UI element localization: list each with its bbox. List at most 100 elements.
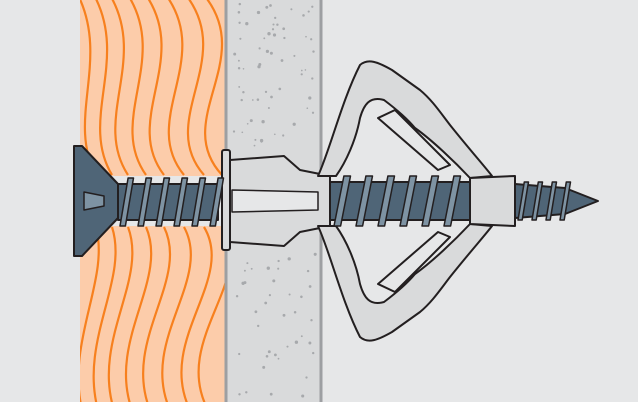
drywall-speckle	[238, 2, 242, 6]
drywall-speckle	[274, 353, 277, 357]
drywall-speckle	[262, 365, 266, 369]
drywall-speckle	[246, 122, 249, 125]
drywall-speckle	[266, 266, 270, 270]
drywall-speckle	[243, 269, 246, 272]
drywall-speckle	[263, 37, 266, 40]
thread-ridge	[155, 177, 171, 227]
drywall-speckle	[253, 144, 256, 147]
screw-head-recess	[83, 191, 105, 211]
drywall-speckle	[294, 340, 299, 344]
drywall-speckle	[300, 335, 303, 338]
grain-line	[124, 0, 153, 402]
drywall-speckle	[237, 67, 241, 70]
drywall-speckle	[292, 122, 296, 126]
drywall-speckle	[242, 90, 245, 94]
drywall-speckle	[256, 98, 260, 101]
drywall-speckle	[235, 294, 239, 298]
drywall-speckle	[300, 69, 303, 72]
drywall-speckle	[271, 28, 275, 31]
drywall-speckle	[241, 131, 244, 134]
thread-ridge	[421, 175, 440, 227]
drywall-speckle	[305, 35, 307, 38]
drywall-speckle	[300, 73, 303, 76]
thread-ridge	[191, 177, 207, 227]
drywall-texture	[232, 2, 317, 398]
drywall-speckle	[307, 10, 310, 13]
drywall-speckle	[265, 354, 269, 358]
anchor-wing-upper	[317, 60, 493, 179]
drywall-speckle	[245, 391, 248, 394]
drywall-speckle	[254, 138, 257, 141]
thread-ridge	[119, 177, 135, 227]
drywall-speckle	[272, 23, 275, 26]
drywall-speckle	[286, 345, 289, 348]
drywall-speckle	[250, 267, 253, 270]
drywall-speckle	[272, 279, 276, 283]
anchor-wing-lower	[317, 223, 493, 342]
drywall-speckle	[258, 47, 261, 50]
grain-line	[107, 0, 134, 402]
drywall-speckle	[265, 5, 269, 9]
drywall-speckle	[293, 54, 296, 57]
screw-threads-tip	[517, 181, 572, 221]
drywall-speckle	[270, 95, 273, 99]
drywall-speckle	[245, 22, 249, 26]
drywall-speckle	[282, 313, 286, 317]
screw-threads-anchor	[333, 175, 462, 227]
drywall-speckle	[251, 99, 254, 101]
drywall-speckle	[306, 269, 310, 273]
drywall-speckle	[265, 49, 270, 54]
screw-threads-wood	[119, 177, 225, 227]
grain-line	[180, 0, 213, 402]
thread-ridge	[137, 177, 153, 227]
drywall-speckle	[254, 310, 258, 314]
drywall-speckle	[237, 11, 241, 14]
drywall-speckle	[238, 393, 241, 396]
thread-ridge	[377, 175, 396, 227]
drywall-speckle	[240, 98, 243, 102]
drywall-speckle	[238, 352, 241, 356]
thread-ridge	[517, 181, 530, 221]
drywall-speckle	[312, 351, 315, 355]
grain-line	[92, 0, 117, 402]
anchor-wing-slot-lower	[377, 231, 451, 293]
drywall-speckle	[267, 106, 270, 110]
drywall-speckle	[277, 357, 280, 360]
drywall-speckle	[311, 5, 314, 8]
drywall-speckle	[257, 65, 261, 69]
drywall-speckle	[283, 36, 286, 40]
wood-grain	[80, 0, 226, 402]
drywall-speckle	[304, 69, 307, 71]
drywall-speckle	[311, 111, 315, 114]
drywall-speckle	[308, 96, 312, 100]
drywall-speckle	[256, 324, 260, 328]
screw	[73, 145, 599, 257]
drywall-speckle	[269, 392, 273, 396]
drywall-speckle	[312, 50, 315, 53]
drywall-speckle	[239, 37, 242, 40]
thread-ridge	[559, 181, 572, 221]
drywall-speckle	[302, 14, 305, 17]
drywall-speckle	[264, 301, 268, 305]
drywall-speckle	[311, 77, 314, 80]
drywall-speckle	[256, 10, 261, 15]
drywall-speckle	[288, 293, 291, 296]
grain-line	[142, 0, 172, 402]
drywall-speckle	[310, 38, 313, 41]
anchor-flange	[221, 149, 231, 251]
drywall-speckle	[310, 319, 313, 322]
drywall-speckle	[274, 16, 277, 20]
drywall-speckle	[277, 259, 280, 263]
thread-ridge	[173, 177, 189, 227]
drywall-speckle	[305, 376, 308, 379]
drywall-speckle	[293, 311, 297, 314]
drywall-speckle	[269, 51, 273, 55]
drywall-speckle	[287, 257, 291, 261]
thread-ridge	[355, 175, 374, 227]
drywall-speckle	[282, 134, 285, 137]
drywall-speckle	[276, 23, 279, 26]
drywall-speckle	[278, 87, 282, 91]
drywall-speckle	[238, 85, 241, 88]
